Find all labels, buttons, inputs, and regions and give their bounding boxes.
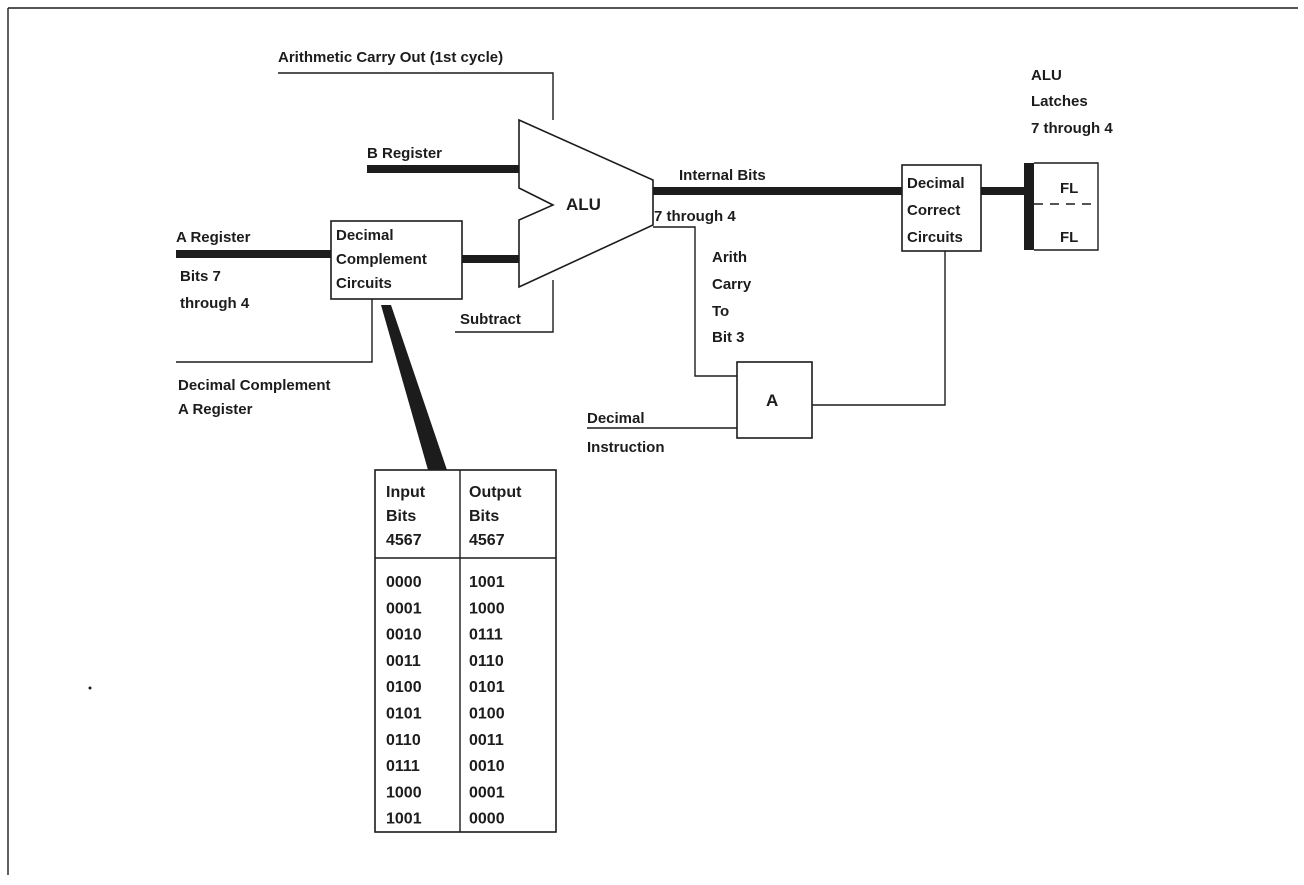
table-input-cell: 0011 [386, 653, 421, 670]
latch-lower-label: FL [1060, 229, 1078, 246]
arith-carry-line4: Bit 3 [712, 329, 745, 346]
table-input-header: Bits [386, 508, 416, 525]
table-output-cell: 0011 [469, 732, 504, 749]
dec-comp-a-reg-line1: Decimal Complement [178, 377, 331, 394]
through-label: through 4 [180, 295, 250, 312]
dec-comp-line2: Complement [336, 251, 427, 268]
internal-range-label: 7 through 4 [654, 208, 736, 225]
table-input-cell: 0100 [386, 679, 422, 696]
decimal-instruction-line2: Instruction [587, 439, 665, 456]
dec-comp-control-line [176, 299, 373, 363]
stray-dot [88, 686, 92, 690]
carry-out-line [278, 72, 554, 120]
table-input-cell: 1000 [386, 784, 422, 801]
callout-pointer [381, 305, 447, 470]
page-frame [7, 7, 1298, 875]
subtract-label: Subtract [460, 311, 521, 328]
table-output-cell: 1001 [469, 574, 505, 591]
table-output-cell: 0000 [469, 811, 505, 828]
table-input-cell: 0000 [386, 574, 422, 591]
latch-box [1034, 162, 1099, 251]
table-output-header: Bits [469, 508, 499, 525]
and-output-line [812, 251, 946, 406]
table-output-cell: 0100 [469, 706, 505, 723]
table-input-cell: 1001 [386, 811, 422, 828]
table-input-cell: 0010 [386, 627, 422, 644]
alu-latches-line3: 7 through 4 [1031, 120, 1113, 137]
arith-carry-line2: Carry [712, 276, 752, 293]
table-output-cell: 0111 [469, 627, 503, 644]
table-output-header: Output [469, 484, 522, 501]
b-register-label: B Register [367, 145, 442, 162]
latch-upper-label: FL [1060, 180, 1078, 197]
arith-carry-line [653, 226, 737, 377]
dec-correct-line3: Circuits [907, 229, 963, 246]
carry-out-label: Arithmetic Carry Out (1st cycle) [278, 49, 503, 66]
table-input-header: 4567 [386, 532, 422, 549]
table-input-cell: 0001 [386, 600, 422, 617]
dec-comp-a-reg-line2: A Register [178, 401, 253, 418]
dec-comp-line3: Circuits [336, 275, 392, 292]
dec-correct-line2: Correct [907, 202, 960, 219]
arith-carry-line3: To [712, 303, 729, 320]
alu-latches-line1: ALU [1031, 67, 1062, 84]
table-input-header: Input [386, 484, 426, 501]
table-input-cell: 0110 [386, 732, 421, 749]
table-output-cell: 0110 [469, 653, 504, 670]
decimal-complement-box [330, 220, 463, 300]
dec-comp-line1: Decimal [336, 227, 394, 244]
and-gate-label: A [766, 391, 778, 410]
dec-correct-line1: Decimal [907, 175, 965, 192]
table-input-cell: 0101 [386, 706, 422, 723]
internal-bits-label: Internal Bits [679, 167, 766, 184]
table-frame [374, 469, 557, 833]
decimal-instruction-line1: Decimal [587, 410, 645, 427]
table-output-cell: 0001 [469, 784, 505, 801]
table-body: 0000 1001 0001 1000 0010 0111 0011 0110 0100 0101… [386, 574, 505, 828]
table-input-cell: 0111 [386, 758, 420, 775]
bits-label: Bits 7 [180, 268, 221, 285]
arith-carry-line1: Arith [712, 249, 747, 266]
subtract-line [455, 280, 554, 333]
table-output-cell: 0101 [469, 679, 505, 696]
alu-latches-line2: Latches [1031, 93, 1088, 110]
table-output-header: 4567 [469, 532, 505, 549]
alu-label: ALU [566, 195, 601, 214]
table-output-cell: 1000 [469, 600, 505, 617]
a-register-label: A Register [176, 229, 251, 246]
table-output-cell: 0010 [469, 758, 505, 775]
and-gate [736, 361, 813, 439]
decimal-correct-box [901, 164, 982, 252]
latch-bar [1024, 163, 1034, 250]
